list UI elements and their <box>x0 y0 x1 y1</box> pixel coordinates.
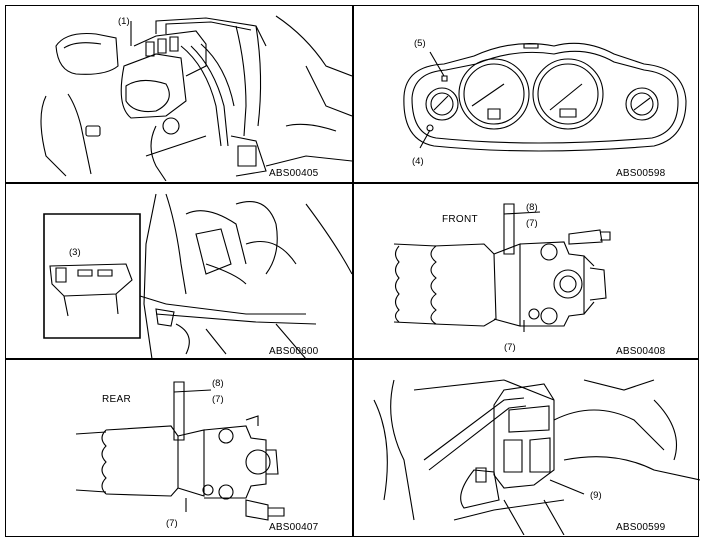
combination-meter-drawing <box>354 6 700 181</box>
callout-label-meter-light: (4) <box>412 156 424 167</box>
view-direction-label: FRONT <box>442 214 478 225</box>
figure-code: ABS00407 <box>269 522 319 533</box>
panel-combination-meter: (5) (4) ABS00598 <box>354 6 700 181</box>
panel-diagnosis-connector: (3) ABS00600 <box>6 184 352 359</box>
figure-code: ABS00598 <box>616 168 666 179</box>
abs-unit-drawing <box>6 6 352 181</box>
grid-divider-horizontal-1 <box>6 182 698 184</box>
grid-divider-vertical <box>352 6 354 536</box>
callout-label-sensor: (8) <box>526 202 538 213</box>
diagnosis-connector-drawing <box>6 184 352 359</box>
callout-label-bolt-lower: (7) <box>166 518 178 529</box>
callout-label-warning-light: (5) <box>414 38 426 49</box>
grid-divider-horizontal-2 <box>6 358 698 360</box>
view-direction-label: REAR <box>102 394 131 405</box>
figure-sheet: (1) ABS00405 (5) (4) ABS00598 <box>5 5 699 537</box>
figure-code: ABS00599 <box>616 522 666 533</box>
rear-sensor-drawing <box>6 360 352 535</box>
callout-label-bolt-upper: (7) <box>212 394 224 405</box>
front-sensor-drawing <box>354 184 700 359</box>
figure-code: ABS00405 <box>269 168 319 179</box>
abs-module-drawing <box>354 360 700 535</box>
callout-label-bolt-upper: (7) <box>526 218 538 229</box>
callout-label: (1) <box>118 16 130 27</box>
panel-front-sensor: FRONT (8) (7) (7) ABS00408 <box>354 184 700 359</box>
callout-label-bolt-lower: (7) <box>504 342 516 353</box>
callout-label-module: (9) <box>590 490 602 501</box>
figure-code: ABS00408 <box>616 346 666 357</box>
panel-abs-module: (9) ABS00599 <box>354 360 700 535</box>
figure-code: ABS00600 <box>269 346 319 357</box>
panel-rear-sensor: REAR (8) (7) (7) ABS00407 <box>6 360 352 535</box>
callout-label-connector: (3) <box>69 247 81 258</box>
callout-label-sensor: (8) <box>212 378 224 389</box>
panel-abs-unit: (1) ABS00405 <box>6 6 352 181</box>
